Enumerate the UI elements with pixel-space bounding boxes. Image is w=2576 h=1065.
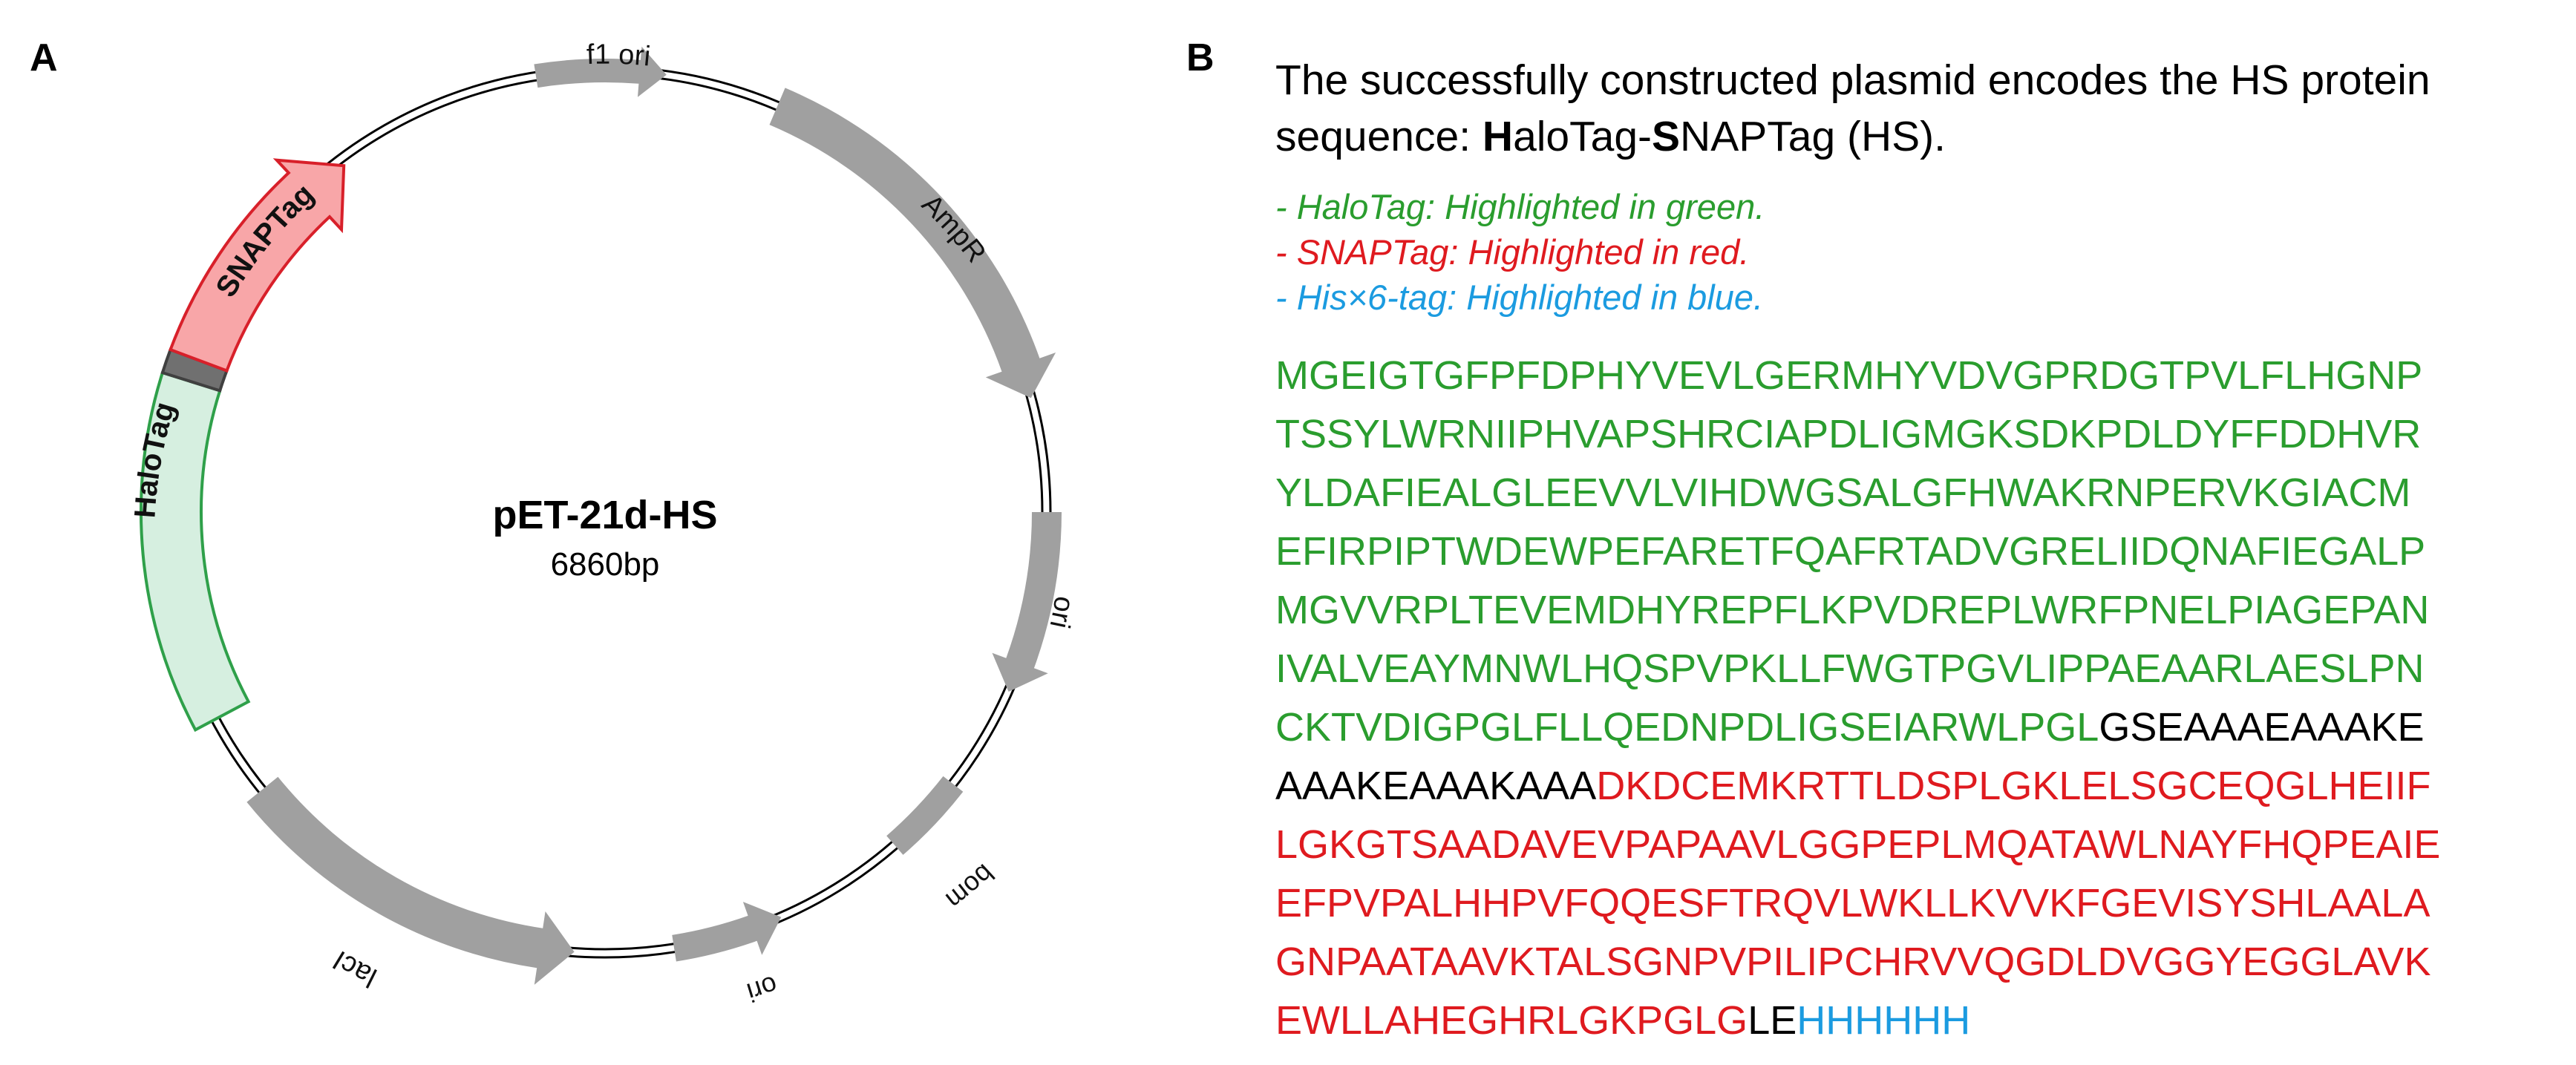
bom-label: bom: [941, 858, 1001, 915]
ori-bottom-label: ori: [744, 970, 782, 1009]
panel-b-text: The successfully constructed plasmid enc…: [1275, 52, 2552, 1050]
intro-h-rest: aloTag-: [1513, 113, 1653, 160]
intro-h-bold: H: [1482, 113, 1514, 160]
sequence-segment: EFIRPIPTWDEWPEFARETFQAFRTADVGRELIIDQNAFI…: [1275, 529, 2426, 574]
sequence-segment: HHHHHH: [1797, 998, 1971, 1043]
sequence-line: EFPVPALHHPVFQQESFTRQVLWKLLKVVKFGEVISYSHL…: [1275, 874, 2552, 933]
snaptag-arrow: [169, 158, 346, 373]
legend-histag: - His×6-tag: Highlighted in blue.: [1275, 278, 1764, 317]
sequence-segment: EWLLAHEGHRLGKPGLG: [1275, 998, 1748, 1043]
sequence-line: LGKGTSAADAVEVPAPAAVLGGPEPLMQATAWLNAYFHQP…: [1275, 816, 2552, 874]
sequence-segment: MGVVRPLTEVEMDHYREPFLKPVDREPLWRFPNELPIAGE…: [1275, 588, 2430, 632]
ori-right-arrow: [992, 512, 1062, 692]
intro-s-bold: S: [1652, 113, 1681, 160]
sequence-segment: IVALVEAYMNWLHQSPVPKLLFWGTPGVLIPPAEAARLAE…: [1275, 646, 2425, 691]
sequence-line: EWLLAHEGHRLGKPGLGLEHHHHHH: [1275, 992, 2552, 1050]
plasmid-name: pET-21d-HS: [492, 493, 717, 537]
bom-box: [886, 776, 964, 855]
sequence-line: MGVVRPLTEVEMDHYREPFLKPVDREPLWRFPNELPIAGE…: [1275, 581, 2552, 640]
ori-right-label: ori: [1044, 594, 1080, 632]
sequence-line: YLDAFIEALGLEEVVLVIHDWGSALGFHWAKRNPERVKGI…: [1275, 464, 2552, 522]
sequence-segment: CKTVDIGPGLFLLQEDNPDLIGSEIARWLPGL: [1275, 705, 2099, 750]
sequence-segment: TSSYLWRNIIPHVAPSHRCIAPDLIGMGKSDKPDLDYFFD…: [1275, 412, 2422, 456]
plasmid-size: 6860bp: [551, 546, 660, 583]
sequence-segment: EFPVPALHHPVFQQESFTRQVLWKLLKVVKFGEVISYSHL…: [1275, 881, 2430, 925]
sequence-line: MGEIGTGFPFDPHYVEVLGERMHYVDVGPRDGTPVLFLHG…: [1275, 347, 2552, 405]
sequence-line: IVALVEAYMNWLHQSPVPKLLFWGTPGVLIPPAEAARLAE…: [1275, 640, 2552, 698]
ori-bottom-arrow: [672, 902, 782, 962]
laci-arrow: [246, 776, 575, 985]
intro-s-rest: NAPTag (HS).: [1680, 113, 1946, 160]
intro-line-2: sequence: HaloTag-SNAPTag (HS).: [1275, 108, 2552, 165]
sequence-line: CKTVDIGPGLFLLQEDNPDLIGSEIARWLPGLGSEAAAEA…: [1275, 698, 2552, 757]
panel-b-label: B: [1186, 36, 1215, 79]
color-legend: - HaloTag: Highlighted in green. - SNAPT…: [1275, 184, 2552, 320]
legend-snaptag: - SNAPTag: Highlighted in red.: [1275, 232, 1750, 272]
sequence-line: GNPAATAAVKTALSGNPVPILIPCHRVVQGDLDVGGYEGG…: [1275, 933, 2552, 992]
sequence-segment: MGEIGTGFPFDPHYVEVLGERMHYVDVGPRDGTPVLFLHG…: [1275, 353, 2423, 398]
protein-sequence: MGEIGTGFPFDPHYVEVLGERMHYVDVGPRDGTPVLFLHG…: [1275, 347, 2552, 1050]
sequence-segment: AAAKEAAAKAAA: [1275, 764, 1597, 808]
sequence-line: EFIRPIPTWDEWPEFARETFQAFRTADVGRELIIDQNAFI…: [1275, 522, 2552, 581]
legend-halotag: - HaloTag: Highlighted in green.: [1275, 187, 1765, 226]
sequence-segment: DKDCEMKRTTLDSPLGKLELSGCEQGLHEIIF: [1596, 764, 2431, 808]
panel-a-label: A: [30, 36, 58, 79]
sequence-line: TSSYLWRNIIPHVAPSHRCIAPDLIGMGKSDKPDLDYFFD…: [1275, 405, 2552, 464]
sequence-segment: LGKGTSAADAVEVPAPAAVLGGPEPLMQATAWLNAYFHQP…: [1275, 822, 2441, 867]
ampr-arrow: [769, 88, 1056, 399]
sequence-segment: YLDAFIEALGLEEVVLVIHDWGSALGFHWAKRNPERVKGI…: [1275, 471, 2411, 515]
f1-ori-arrow: [534, 46, 667, 97]
f1-ori-label: f1 ori: [586, 39, 652, 73]
sequence-segment: GSEAAAEAAAKE: [2099, 705, 2425, 750]
sequence-line: AAAKEAAAKAAADKDCEMKRTTLDSPLGKLELSGCEQGLH…: [1275, 757, 2552, 816]
laci-label: lacI: [327, 944, 382, 993]
sequence-segment: GNPAATAAVKTALSGNPVPILIPCHRVVQGDLDVGGYEGG…: [1275, 940, 2431, 984]
sequence-segment: LE: [1748, 998, 1797, 1043]
intro-line-1: The successfully constructed plasmid enc…: [1275, 56, 2430, 104]
intro-prefix: sequence:: [1275, 113, 1482, 160]
